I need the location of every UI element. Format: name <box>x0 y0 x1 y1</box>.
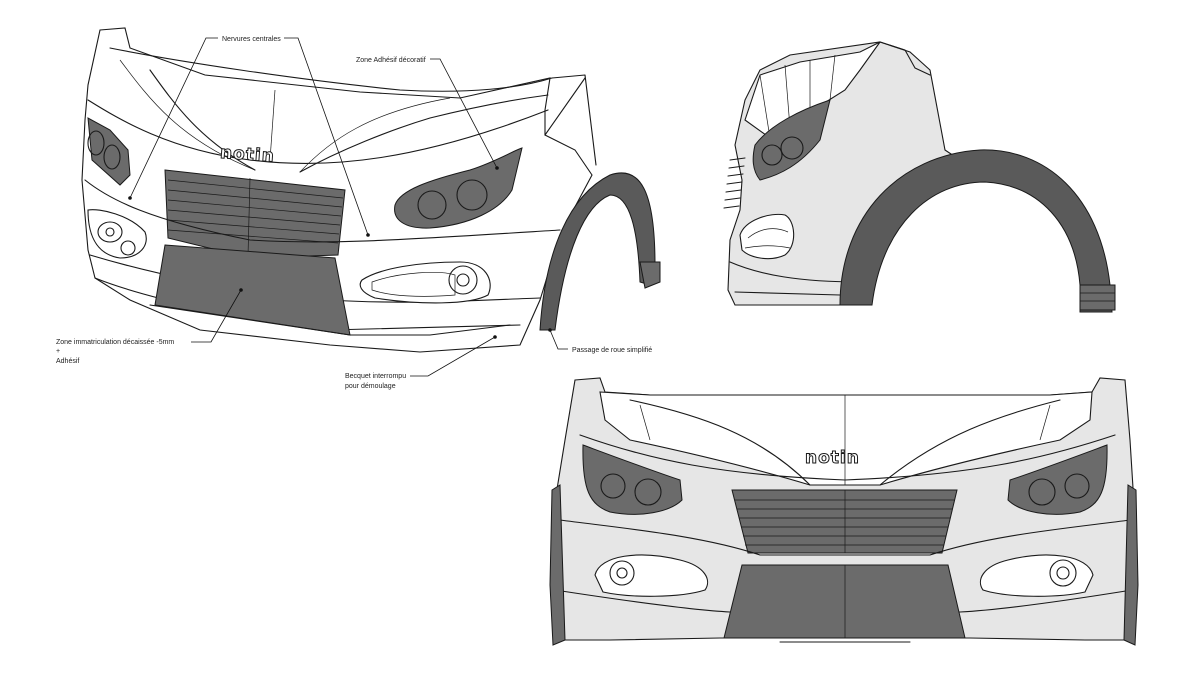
ortho-left-fog <box>594 554 709 597</box>
side-view <box>723 41 1116 313</box>
label-spoiler-line2: pour démoulage <box>345 383 396 390</box>
side-fog-lamp <box>739 213 795 260</box>
label-plate-zone-line2: + <box>56 348 60 355</box>
grille-slats <box>167 177 344 257</box>
front-orthographic-view: notin <box>549 377 1139 646</box>
ortho-left-side-skirt <box>549 484 566 646</box>
ortho-rib-right <box>879 399 1061 486</box>
ortho-rib-left <box>629 399 811 486</box>
central-rib-left <box>149 69 256 171</box>
left-fog-surround <box>87 209 147 259</box>
left-headlamp <box>87 117 131 186</box>
side-headlamp <box>752 99 831 181</box>
brand-logo-front: notin <box>219 143 275 167</box>
bonnet-edge <box>109 47 553 92</box>
label-central-ribs: Nervures centrales <box>222 36 281 43</box>
ortho-front-grille <box>731 489 958 554</box>
label-plate-zone-line3: Adhésif <box>56 358 79 365</box>
annotations: Nervures centrales Zone Adhésif décorati… <box>56 36 652 390</box>
ortho-right-side-skirt <box>1123 484 1139 646</box>
ortho-grille-slats <box>735 490 954 553</box>
central-rib-right <box>299 94 549 173</box>
label-spoiler-line1: Becquet interrompu <box>345 373 406 380</box>
brand-logo-ortho: notin <box>805 448 860 468</box>
bonnet-rear-edge <box>87 99 549 165</box>
side-grille-ribs <box>723 157 746 209</box>
front-three-quarter-view: notin <box>81 27 661 353</box>
ortho-plate-recess <box>723 564 966 639</box>
label-wheel-arch: Passage de roue simplifié <box>572 347 652 354</box>
label-plate-zone-line1: Zone immatriculation décaissée -5mm <box>56 339 174 346</box>
label-decorative-sticker: Zone Adhésif décoratif <box>356 57 426 64</box>
